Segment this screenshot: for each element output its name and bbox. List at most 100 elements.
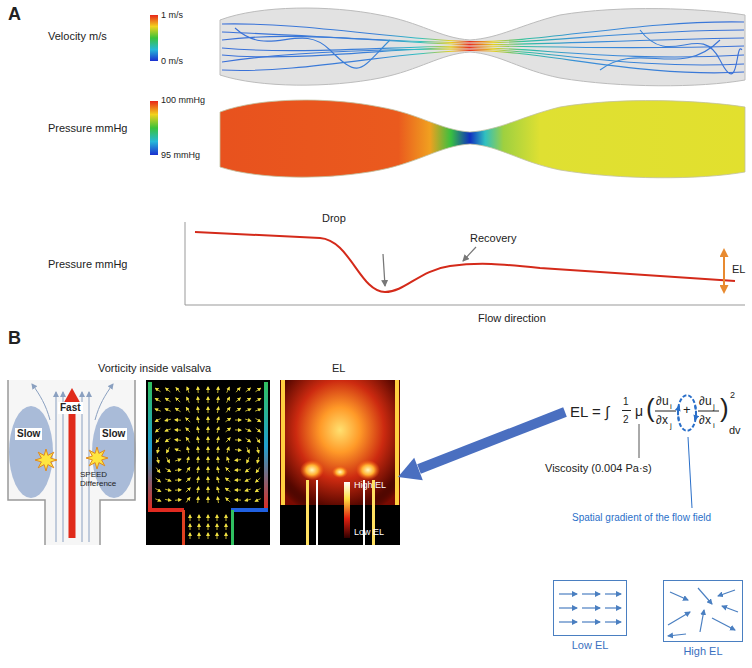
scale-value: 1 m/s — [161, 10, 183, 20]
vector-arrow — [245, 409, 250, 411]
vector-arrow — [235, 490, 241, 491]
vector-arrow — [186, 468, 189, 473]
vector-arrow — [226, 533, 227, 539]
vector-arrow — [245, 479, 250, 482]
vector-arrow — [256, 388, 261, 391]
vector-arrow — [155, 419, 160, 422]
leader-line — [688, 437, 692, 508]
vector-arrow — [197, 477, 198, 483]
vector-arrow — [208, 447, 209, 453]
streamlines — [222, 22, 744, 74]
pointer-arrow-head — [398, 458, 423, 480]
vector-arrow — [166, 398, 171, 401]
vector-arrow — [236, 388, 240, 392]
leader-line — [639, 424, 640, 458]
vector-arrow — [165, 499, 171, 500]
vector-arrow — [227, 457, 229, 463]
scale-value: 95 mmHg — [161, 150, 200, 160]
speed-tag: Fast — [58, 402, 83, 414]
vector-arrow — [235, 469, 241, 470]
vector-arrow — [197, 387, 198, 393]
vector-arrow — [167, 447, 170, 452]
vector-arrow — [235, 429, 241, 430]
vector-arrow — [226, 478, 231, 482]
vector-arrow — [226, 468, 230, 472]
scale-value: 100 mmHg — [161, 95, 205, 105]
leader-arrow — [463, 247, 476, 261]
flow-box: High EL — [663, 580, 743, 642]
vector-arrow — [256, 418, 261, 421]
vector-arrow — [156, 468, 160, 473]
el-map — [260, 340, 420, 545]
vector-arrow — [166, 438, 171, 441]
axis-title: Pressure mmHg — [48, 122, 127, 135]
vector-arrow — [227, 387, 230, 392]
formula-subscript: j — [713, 402, 715, 411]
vector-arrow — [226, 524, 227, 530]
vector-arrow — [199, 515, 200, 521]
vector-arrow — [208, 524, 209, 530]
scale-value: Low EL — [354, 527, 384, 537]
velocity-colorbar — [150, 15, 158, 61]
vector-arrow — [245, 499, 251, 501]
vector-arrow — [217, 417, 219, 423]
vector-arrow — [190, 533, 191, 539]
vector-arrow — [235, 479, 241, 480]
vector-arrow — [236, 398, 241, 402]
formula-subscript: i — [670, 402, 672, 411]
vector-arrow — [208, 417, 209, 423]
scale-value: 0 m/s — [161, 56, 183, 66]
vector-arrow — [226, 488, 231, 491]
scale-value: High EL — [354, 480, 386, 490]
vector-arrow — [190, 515, 191, 521]
vector-arrow — [155, 399, 160, 402]
pressure-curve — [195, 232, 735, 292]
vector-arrow — [165, 479, 171, 481]
vector-arrow — [208, 515, 209, 521]
vector-arrow — [217, 487, 219, 493]
vector-arrow — [156, 428, 161, 432]
vector-arrow — [167, 457, 170, 462]
el-arrow — [723, 270, 725, 292]
curve-note: Recovery — [470, 232, 516, 245]
vector-arrow — [166, 468, 171, 471]
vector-arrow — [175, 429, 181, 430]
vector-arrow — [197, 417, 198, 423]
vector-arrow — [165, 429, 171, 431]
formula-part: + — [683, 403, 691, 418]
vector-arrow — [217, 397, 219, 403]
vector-arrow — [226, 418, 231, 421]
vector-arrow — [226, 408, 230, 413]
vector-arrow — [165, 489, 171, 491]
formula-part: μ — [635, 403, 643, 419]
axis-line — [185, 305, 745, 306]
panel-title: EL — [332, 362, 345, 375]
speed-note: SPEED Difference — [80, 470, 132, 488]
vector-arrow — [256, 428, 261, 432]
gradient-circle — [678, 395, 696, 420]
panel-letter: B — [8, 328, 21, 349]
vector-arrow — [257, 457, 258, 463]
vector-arrow — [199, 524, 200, 530]
vector-arrow — [208, 387, 209, 393]
vector-arrow — [197, 457, 198, 463]
vector-arrow — [207, 427, 208, 433]
vector-arrow — [255, 499, 260, 502]
vector-arrow — [197, 407, 199, 413]
vector-arrow — [175, 479, 181, 480]
vector-arrow — [197, 497, 199, 503]
vector-arrow — [245, 429, 250, 432]
vector-arrow — [246, 468, 251, 472]
sinus-schematic — [8, 380, 136, 545]
vorticity-field — [146, 380, 270, 545]
vector-arrow — [190, 524, 191, 530]
vector-arrow — [226, 428, 231, 432]
vector-arrow — [245, 489, 251, 491]
vector-arrow — [176, 408, 181, 411]
vessel-outline — [220, 8, 745, 86]
vector-arrow — [155, 489, 160, 492]
vector-arrow — [208, 467, 209, 473]
formula-part: 1 — [623, 396, 629, 408]
